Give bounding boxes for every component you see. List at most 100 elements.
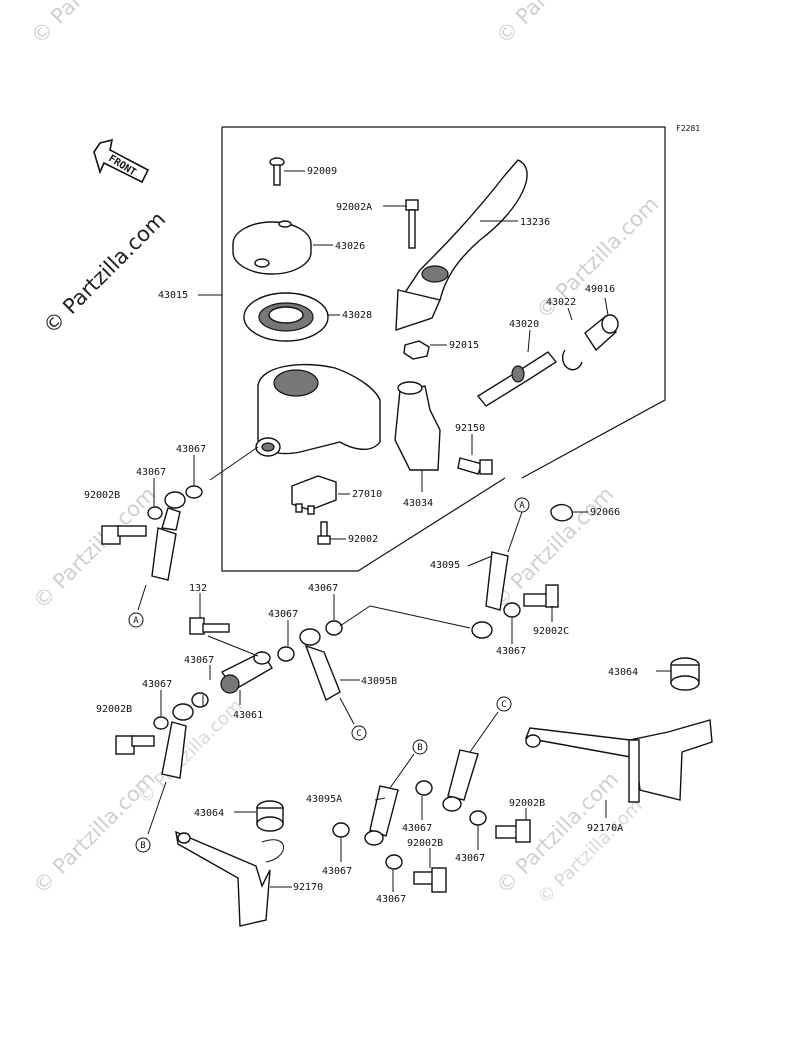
watermarks: © Partzilla.com © Partzilla.com © Partzi… (27, 0, 664, 909)
washer-43067-k (385, 854, 403, 870)
watermark: © Partzilla.com (27, 0, 159, 49)
connector-ref-b-top: B (412, 739, 428, 755)
bolt-92002B-d (413, 867, 447, 893)
assembly-frame (222, 126, 666, 479)
hose-fitting-c (442, 749, 479, 812)
part-label: 92002B (407, 838, 443, 849)
connector-ref-c-top: C (496, 696, 512, 712)
part-label: 43020 (509, 319, 539, 330)
part-label: 92002A (336, 202, 372, 213)
washer-43067-g (503, 602, 521, 618)
washer-43067-h (415, 780, 433, 796)
connector-ref-c-mid: C (351, 725, 367, 741)
bolt-92002B-a (101, 525, 147, 545)
connector-ref-a-top: A (514, 497, 530, 513)
partzilla-logo: © Partzilla.com (39, 207, 171, 339)
bracket-92170 (175, 830, 284, 927)
part-label: 92150 (455, 423, 485, 434)
part-label: 43095B (361, 676, 397, 687)
svg-text:C: C (501, 700, 506, 710)
switch-27010 (291, 475, 337, 515)
part-label: 43067 (455, 853, 485, 864)
part-label: 27010 (352, 489, 382, 500)
assembly-frame-left (221, 127, 506, 572)
svg-text:C: C (356, 729, 361, 739)
front-arrow-icon: FRONT (93, 138, 150, 184)
svg-text:A: A (133, 616, 139, 626)
washer-43067-a (185, 485, 203, 499)
part-label: 92002B (84, 490, 120, 501)
bolt-92002B-c (495, 819, 531, 843)
piston-43020 (476, 351, 558, 407)
part-label: 43067 (376, 894, 406, 905)
reservoir-cap-43026 (232, 220, 312, 275)
part-label: 43067 (142, 679, 172, 690)
boot-49016 (584, 314, 619, 352)
hose-fitting-b (161, 703, 194, 779)
bolt-92002C (523, 584, 559, 608)
part-label: 13236 (520, 217, 550, 228)
hose-43095B (299, 628, 341, 702)
part-label: 92002B (96, 704, 132, 715)
washer-43067-i (469, 810, 487, 826)
clamp-43034 (394, 381, 441, 471)
circlip-43022 (561, 349, 583, 371)
part-label: 49016 (585, 284, 615, 295)
washer-43067-c (277, 646, 295, 662)
svg-text:B: B (417, 743, 422, 753)
washer-43067-d (325, 620, 343, 636)
part-label: 92015 (449, 340, 479, 351)
connector-ref-b-left: B (135, 837, 151, 853)
grommet-43064-b (256, 800, 284, 832)
washer-43067-e (191, 692, 209, 708)
bolt-92150 (457, 457, 493, 475)
part-label: 43067 (184, 655, 214, 666)
diaphragm-43028 (243, 292, 329, 342)
figure-code: F2281 (676, 124, 700, 133)
washer-43067-f (153, 716, 169, 730)
part-label: 132 (189, 583, 207, 594)
joint-43061 (220, 651, 273, 694)
connector-ref-a-left: A (128, 612, 144, 628)
bolt-132 (189, 617, 230, 635)
grommet-43064-a (670, 657, 700, 691)
part-label: 92066 (590, 507, 620, 518)
screw-92002 (317, 521, 331, 545)
bracket-92170A (525, 719, 713, 803)
bolt-92002B-b (115, 735, 155, 755)
washer-43067-b (147, 506, 163, 520)
part-label: 43028 (342, 310, 372, 321)
part-label: 92002 (348, 534, 378, 545)
svg-text:B: B (140, 841, 145, 851)
washer-43067-j (332, 822, 350, 838)
hose-fitting-a (151, 491, 186, 581)
leader-lines (137, 170, 671, 892)
part-label: 43067 (308, 583, 338, 594)
hose-43095A (364, 785, 399, 846)
cap-92066 (550, 503, 573, 522)
part-label: 43095A (306, 794, 342, 805)
part-label: 43064 (194, 808, 224, 819)
part-label: 43067 (176, 444, 206, 455)
bolt-92002A (405, 199, 419, 249)
part-label: 43026 (335, 241, 365, 252)
part-label: 43067 (268, 609, 298, 620)
part-label: 92170A (587, 823, 623, 834)
hose-43095 (471, 551, 509, 639)
part-label: 43067 (322, 866, 352, 877)
nut-92015 (403, 340, 430, 360)
part-label: 92009 (307, 166, 337, 177)
part-label: 43061 (233, 710, 263, 721)
watermark: © Partzilla.com (492, 0, 624, 49)
watermark: © Partzilla.com (29, 482, 161, 614)
svg-text:A: A (519, 501, 525, 511)
part-label: 43067 (402, 823, 432, 834)
part-label: 92002B (509, 798, 545, 809)
part-label: 43095 (430, 560, 460, 571)
part-label: 43067 (136, 467, 166, 478)
part-label: 43064 (608, 667, 638, 678)
part-labels: 92009 92002A 13236 43026 43015 43028 430… (84, 166, 638, 905)
part-label: 43022 (546, 297, 576, 308)
part-label: 43015 (158, 290, 188, 301)
